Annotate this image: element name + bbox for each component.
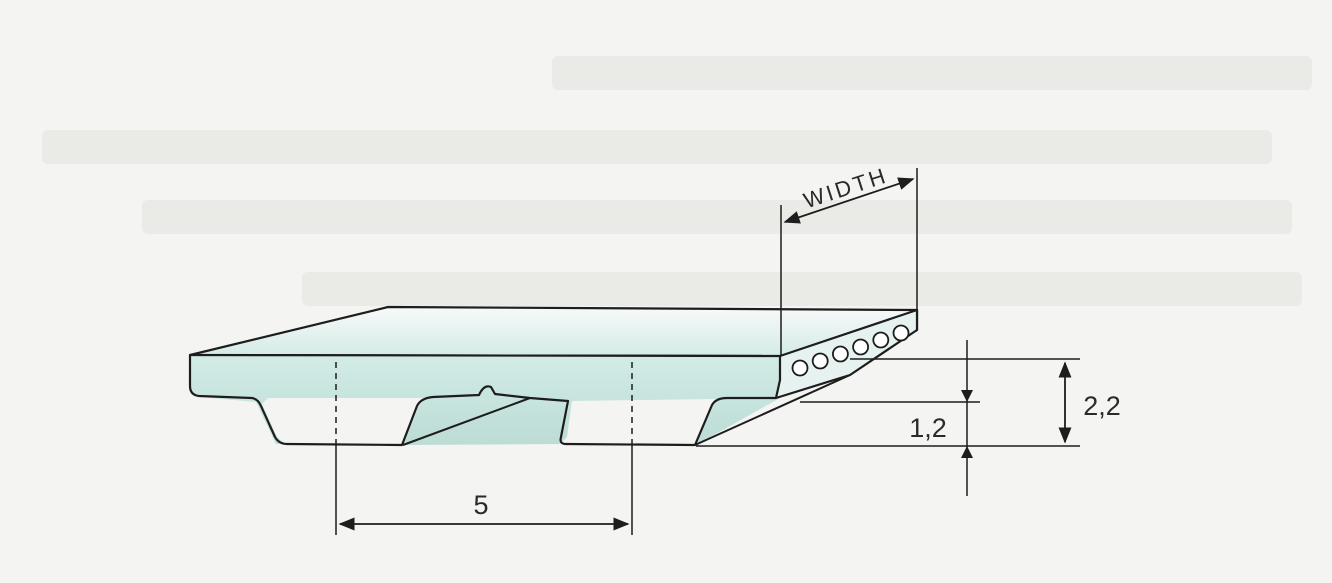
cord-circle: [892, 324, 910, 342]
arrowhead: [961, 446, 973, 458]
tooth-flank-line: [694, 374, 851, 446]
tooth-flank-line: [402, 397, 531, 446]
belt-side-outline: [188, 355, 776, 447]
cord-circle: [832, 345, 849, 363]
tension-cords: [791, 324, 910, 377]
cord-circle: [852, 338, 869, 356]
pitch-label: 5: [473, 490, 488, 520]
belt-side-profile: [190, 355, 780, 445]
total-height-label: 2,2: [1083, 391, 1121, 421]
cord-circle: [811, 352, 829, 370]
show-through-text: [42, 56, 1312, 306]
arrowhead: [961, 390, 973, 402]
width-dimension-line: [783, 177, 915, 224]
cord-circle: [791, 359, 809, 377]
belt-top-edge: [189, 353, 781, 358]
cord-circle: [872, 331, 890, 349]
tooth-height-label: 1,2: [909, 413, 947, 443]
